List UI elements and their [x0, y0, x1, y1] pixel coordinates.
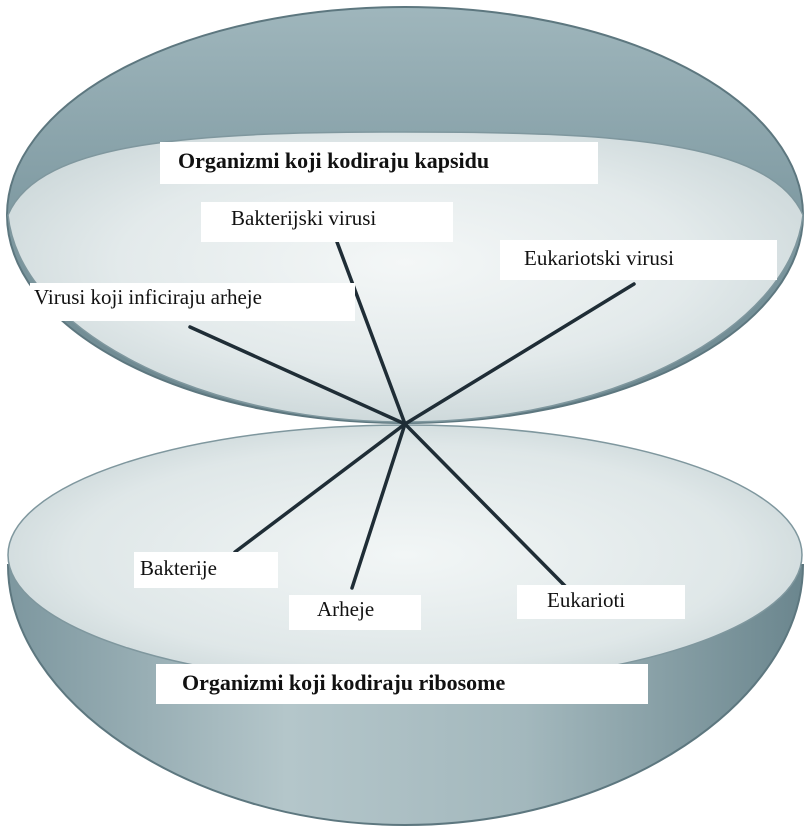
- label-bakterijski-virusi: Bakterijski virusi: [201, 202, 453, 242]
- label-eukarioti: Eukarioti: [517, 585, 685, 619]
- label-eukariotski-virusi: Eukariotski virusi: [500, 240, 777, 280]
- branch-line-arheje-virusi: [188, 325, 407, 426]
- branch-line-arheje: [350, 422, 407, 590]
- branch-line-bakterijski-virusi: [335, 240, 407, 426]
- branch-lines: [188, 240, 636, 590]
- branch-line-eukariotski-virusi: [403, 282, 636, 426]
- top-region-title: Organizmi koji kodiraju kapsidu: [160, 142, 598, 184]
- label-arheje-virusi: Virusi koji inficiraju arheje: [30, 283, 355, 321]
- bottom-bowl-surface: [7, 424, 803, 686]
- label-arheje: Arheje: [289, 595, 421, 630]
- branch-line-bakterije: [233, 422, 407, 554]
- bottom-region-title: Organizmi koji kodiraju ribosome: [156, 664, 648, 704]
- branch-line-eukarioti: [403, 422, 569, 590]
- label-bakterije: Bakterije: [134, 552, 278, 588]
